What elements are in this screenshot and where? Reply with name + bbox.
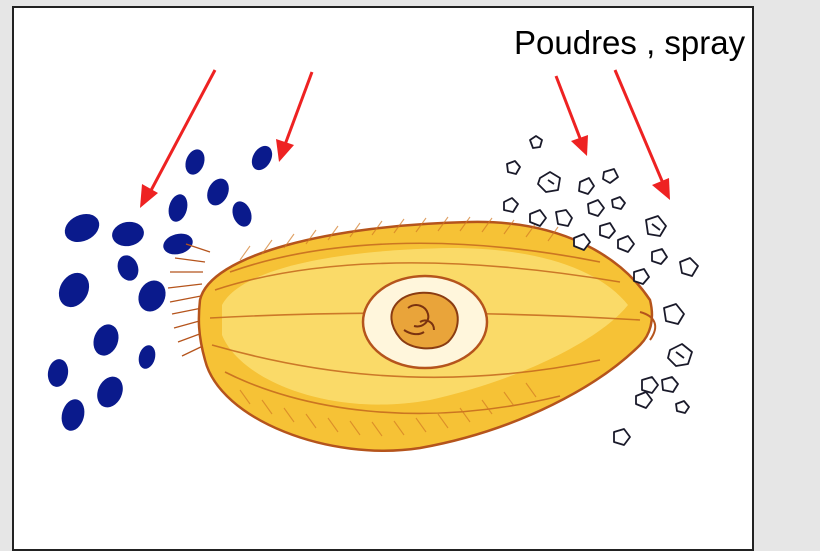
arrow-right-1 [556, 76, 583, 146]
crystal-icon [614, 429, 630, 445]
arrowhead-right-1 [571, 135, 588, 156]
droplet-icon [248, 142, 277, 174]
arrowhead-left-1 [140, 184, 158, 208]
crystal-icon [618, 236, 634, 252]
crystal-icon [530, 210, 546, 226]
crystal-icon [538, 172, 560, 192]
crystal-icon [588, 200, 604, 216]
crystal-icon [646, 216, 666, 236]
droplet-icon [60, 209, 104, 248]
caption-label: Poudres , spray [514, 24, 745, 62]
droplet-icon [166, 192, 191, 224]
crystal-icon [603, 169, 618, 183]
droplet-icon [46, 357, 71, 388]
arrowhead-right-2 [652, 178, 670, 200]
crystal-icon [600, 223, 615, 238]
arrow-left-2 [283, 72, 312, 150]
ciliate-cell-illustration [168, 217, 655, 451]
crystal-icon [680, 258, 698, 276]
crystal-icon [530, 136, 542, 148]
arrow-left-1 [147, 70, 215, 198]
droplet-icon [182, 147, 208, 178]
droplet-icon [161, 230, 195, 257]
arrowhead-left-2 [276, 139, 294, 162]
droplet-icon [92, 372, 127, 411]
crystal-icon [579, 178, 594, 194]
arrow-right-2 [615, 70, 665, 188]
droplet-icon [133, 276, 170, 316]
crystal-icon [612, 197, 625, 209]
crystal-icon [652, 249, 667, 264]
crystal-icon [676, 401, 689, 413]
droplet-icon [203, 175, 233, 209]
crystal-icon [662, 377, 678, 392]
droplet-icon [114, 252, 142, 283]
crystal-icon [634, 269, 649, 284]
macronucleus-icon [391, 293, 457, 349]
crystal-icon [668, 344, 692, 366]
droplet-icon [89, 321, 122, 359]
crystal-icon [504, 198, 518, 212]
droplet-icon [110, 219, 146, 248]
crystal-icon [556, 210, 572, 226]
droplet-icon [136, 343, 158, 370]
crystal-icon [664, 304, 684, 324]
droplet-icon [53, 267, 95, 312]
crystal-icon [636, 392, 652, 408]
droplet-icon [58, 397, 88, 434]
crystal-icon [507, 161, 520, 174]
crystal-icon [642, 377, 658, 393]
droplet-icon [229, 199, 255, 230]
